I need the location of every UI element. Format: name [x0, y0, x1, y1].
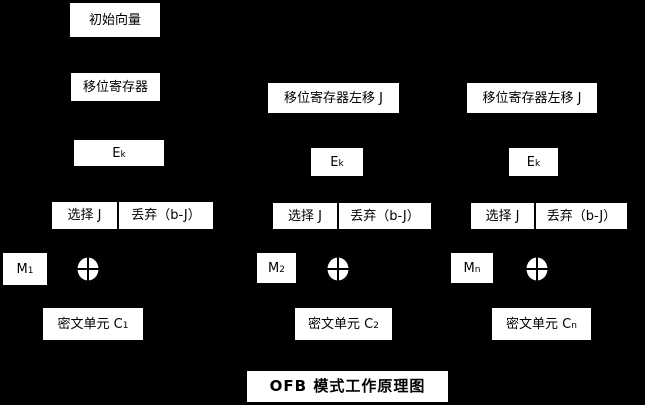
- diagram-title-label: OFB 模式工作原理图: [269, 377, 426, 395]
- cipher-label: E: [330, 154, 339, 170]
- shift-register-label: 移位寄存器左移 J: [482, 90, 582, 106]
- cipher-label: E: [526, 154, 535, 170]
- select-box-1: 选择 J: [52, 202, 117, 229]
- discard-label: 丢弃（b-J）: [131, 208, 201, 223]
- ciphertext-label: 密文单元 C: [57, 316, 123, 332]
- xor-icon: [77, 257, 99, 281]
- discard-box-2: 丢弃（b-J）: [339, 203, 431, 229]
- initial-vector-box: 初始向量: [70, 3, 160, 37]
- discard-label: 丢弃（b-J）: [350, 208, 420, 224]
- shift-register-box-1: 移位寄存器: [71, 73, 160, 101]
- discard-box-3: 丢弃（b-J）: [536, 203, 627, 229]
- xor-icon: [327, 257, 349, 281]
- xor-icon: [526, 257, 548, 281]
- ciphertext-subscript: 2: [373, 320, 379, 331]
- select-label: 选择 J: [67, 208, 102, 223]
- shift-register-box-3: 移位寄存器左移 J: [467, 83, 597, 113]
- ciphertext-label: 密文单元 C: [308, 316, 374, 332]
- shift-register-label: 移位寄存器: [82, 79, 148, 95]
- cipher-label: E: [112, 145, 121, 161]
- select-box-3: 选择 J: [471, 203, 534, 229]
- initial-vector-label: 初始向量: [88, 12, 141, 28]
- cipher-subscript: k: [120, 149, 126, 160]
- select-box-2: 选择 J: [273, 203, 337, 229]
- ciphertext-label: 密文单元 C: [506, 316, 572, 332]
- discard-label: 丢弃（b-J）: [546, 208, 617, 224]
- message-subscript: 2: [279, 264, 285, 275]
- message-subscript: n: [474, 264, 481, 275]
- ciphertext-subscript: 1: [122, 320, 129, 331]
- cipher-subscript: k: [338, 158, 344, 169]
- message-label: M: [463, 260, 475, 276]
- cipher-subscript: k: [535, 158, 541, 169]
- diagram-title: OFB 模式工作原理图: [247, 371, 448, 402]
- message-subscript: 1: [27, 265, 34, 276]
- select-label: 选择 J: [485, 208, 520, 224]
- select-label: 选择 J: [288, 208, 322, 224]
- shift-register-box-2: 移位寄存器左移 J: [268, 83, 399, 113]
- discard-box-1: 丢弃（b-J）: [119, 202, 213, 229]
- ciphertext-subscript: n: [571, 320, 577, 331]
- message-label: M: [16, 261, 28, 277]
- message-label: M: [268, 260, 280, 276]
- shift-register-label: 移位寄存器左移 J: [284, 90, 383, 106]
